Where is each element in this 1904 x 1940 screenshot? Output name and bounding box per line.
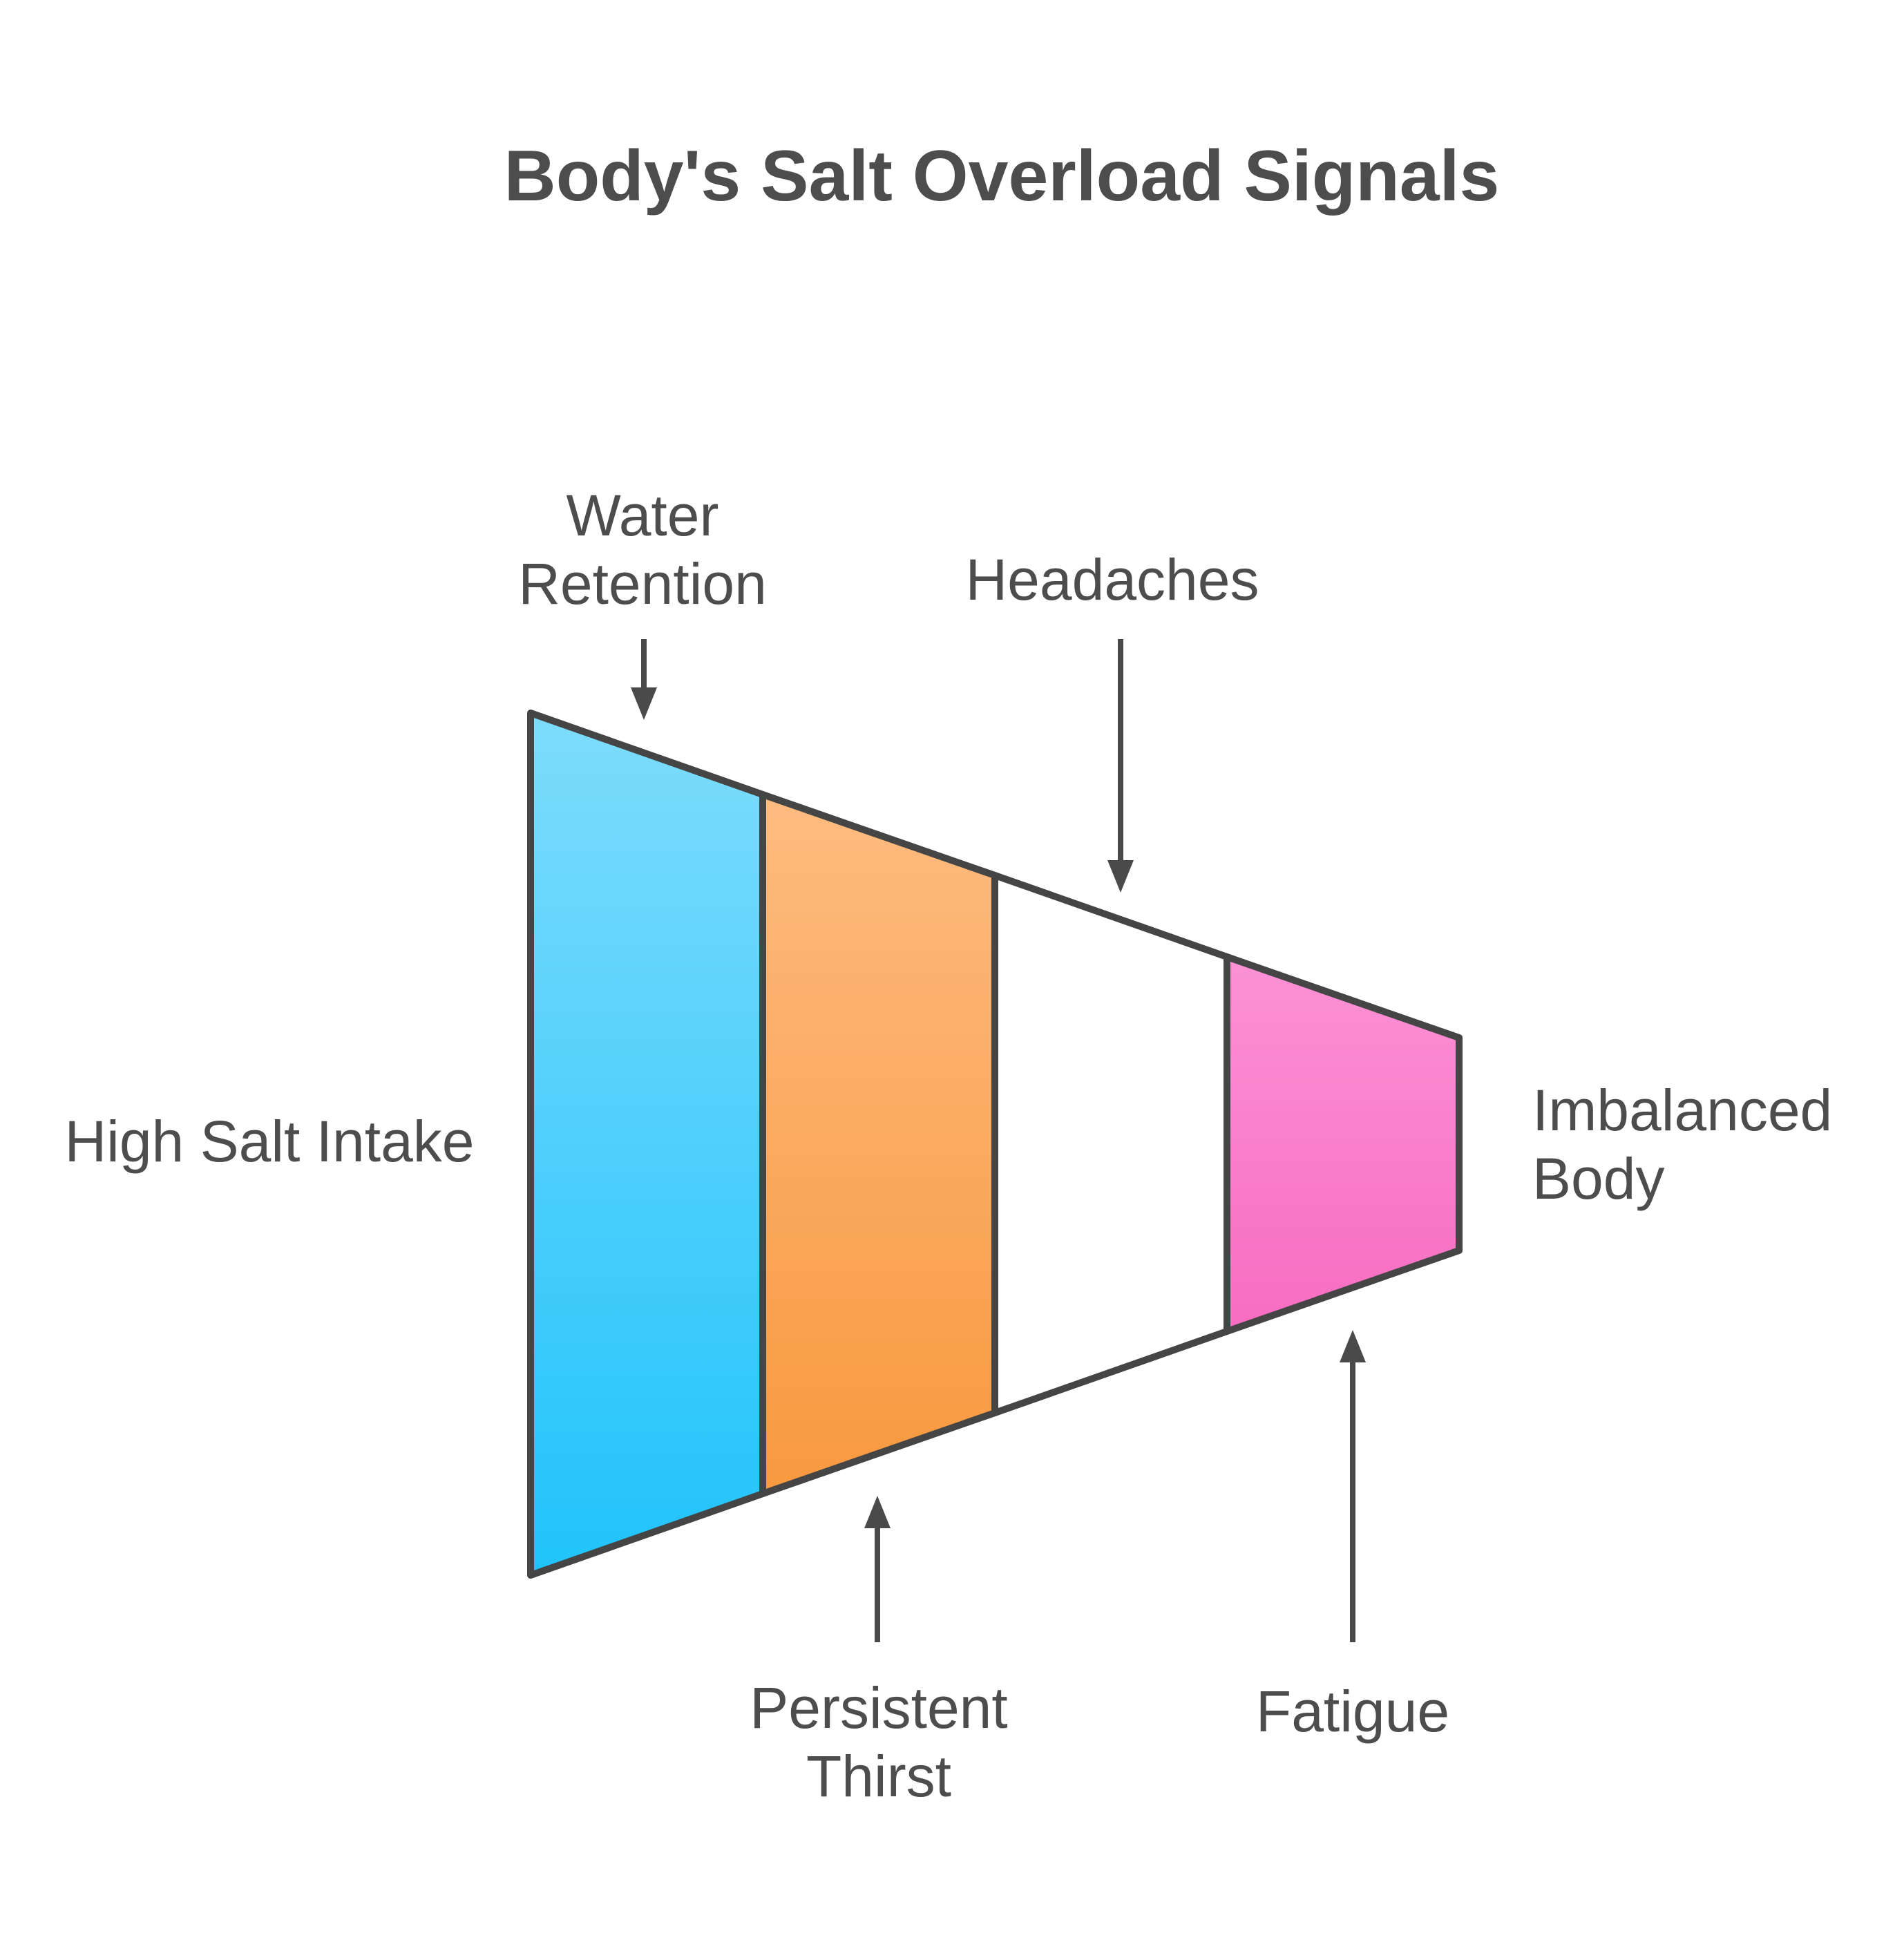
fatigue-arrowhead-icon — [1340, 1330, 1366, 1362]
fatigue-arrow — [1340, 1330, 1366, 1642]
funnel-stage-persistent-thirst — [759, 791, 998, 1497]
headaches-arrow — [1107, 639, 1134, 893]
source-label-high-salt-intake: High Salt Intake — [64, 1109, 475, 1174]
water-retention-arrow — [631, 639, 657, 720]
result-label-imbalanced-body: Imbalanced Body — [1532, 1078, 1833, 1212]
funnel-stage-headaches — [991, 872, 1230, 1416]
stage-label-persistent-thirst: Persistent Thirst — [750, 1675, 1008, 1809]
persistent-thirst-arrowhead-icon — [864, 1496, 891, 1528]
stage-label-water-retention: Water Retention — [518, 483, 767, 617]
stage-label-fatigue: Fatigue — [1255, 1679, 1450, 1744]
funnel-stage-fatigue — [1224, 953, 1463, 1335]
persistent-thirst-arrow — [864, 1496, 891, 1642]
page-title: Body's Salt Overload Signals — [504, 136, 1500, 216]
water-retention-arrowhead-icon — [631, 687, 657, 720]
stage-label-headaches: Headaches — [965, 547, 1259, 612]
headaches-arrowhead-icon — [1107, 860, 1134, 893]
funnel-stage-water-retention — [527, 710, 766, 1579]
